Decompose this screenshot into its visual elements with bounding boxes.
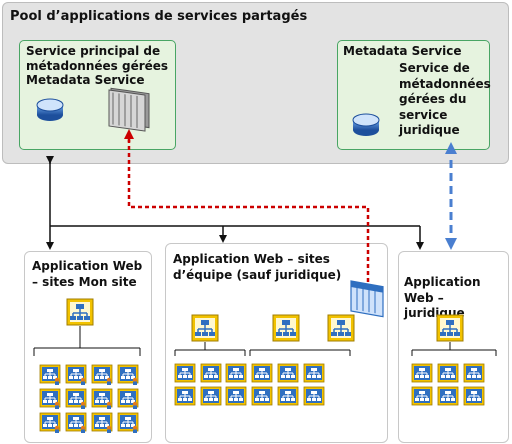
- site-icon: [277, 386, 299, 406]
- primary-service-title: Service principal de métadonnées gérées …: [26, 44, 169, 87]
- webapp-mysites-box: [24, 251, 152, 443]
- site-icon: [91, 388, 113, 409]
- site-icon: [117, 412, 139, 433]
- site-hierarchy-icon: [66, 298, 94, 326]
- red-dashed-connection: [124, 129, 370, 282]
- site-icon: [251, 363, 273, 383]
- webapp-mysites-title: Application Web – sites Mon site: [32, 259, 143, 289]
- webapp-teamsites-box: [165, 243, 388, 443]
- site-icon: [463, 386, 485, 406]
- term-store-icon: [350, 280, 384, 318]
- primary-metadata-service-box: [19, 40, 176, 150]
- site-icon: [65, 412, 87, 433]
- site-icon: [117, 388, 139, 409]
- site-icons-grid: [39, 363, 485, 433]
- site-icon: [65, 388, 87, 409]
- site-icon: [277, 363, 299, 383]
- site-icon: [65, 364, 87, 385]
- site-icon: [91, 364, 113, 385]
- site-icon: [411, 386, 433, 406]
- site-icon: [117, 364, 139, 385]
- site-hierarchy-icon: [327, 314, 355, 342]
- site-icon: [200, 363, 222, 383]
- site-icon: [225, 386, 247, 406]
- term-store-icon: [108, 87, 150, 132]
- site-icon: [303, 363, 325, 383]
- site-hierarchy-icon: [191, 314, 219, 342]
- webapp-legal-box: [398, 251, 509, 443]
- site-icon: [225, 363, 247, 383]
- site-icon: [39, 388, 61, 409]
- site-icon: [251, 386, 273, 406]
- site-icon: [200, 386, 222, 406]
- legal-service-title: Metadata Service: [343, 44, 462, 58]
- site-icon: [463, 363, 485, 383]
- site-icon: [39, 412, 61, 433]
- site-hierarchy-icon: [436, 314, 464, 342]
- site-icon: [39, 364, 61, 385]
- database-icon: [352, 113, 380, 136]
- webapp-teamsites-title: Application Web – sites d’équipe (sauf j…: [173, 252, 342, 282]
- site-icon: [303, 386, 325, 406]
- primary-service-connectors: [46, 156, 424, 250]
- site-icon: [174, 386, 196, 406]
- site-icon: [437, 386, 459, 406]
- site-icon: [411, 363, 433, 383]
- legal-service-subtitle: Service de métadonnées gérées du service…: [399, 61, 491, 137]
- site-icon: [91, 412, 113, 433]
- site-icon: [437, 363, 459, 383]
- site-hierarchy-icon: [272, 314, 300, 342]
- database-icon: [36, 98, 64, 121]
- pool-title: Pool d’applications de services partagés: [10, 9, 308, 24]
- site-icon: [174, 363, 196, 383]
- hierarchy-brackets: [33, 326, 497, 356]
